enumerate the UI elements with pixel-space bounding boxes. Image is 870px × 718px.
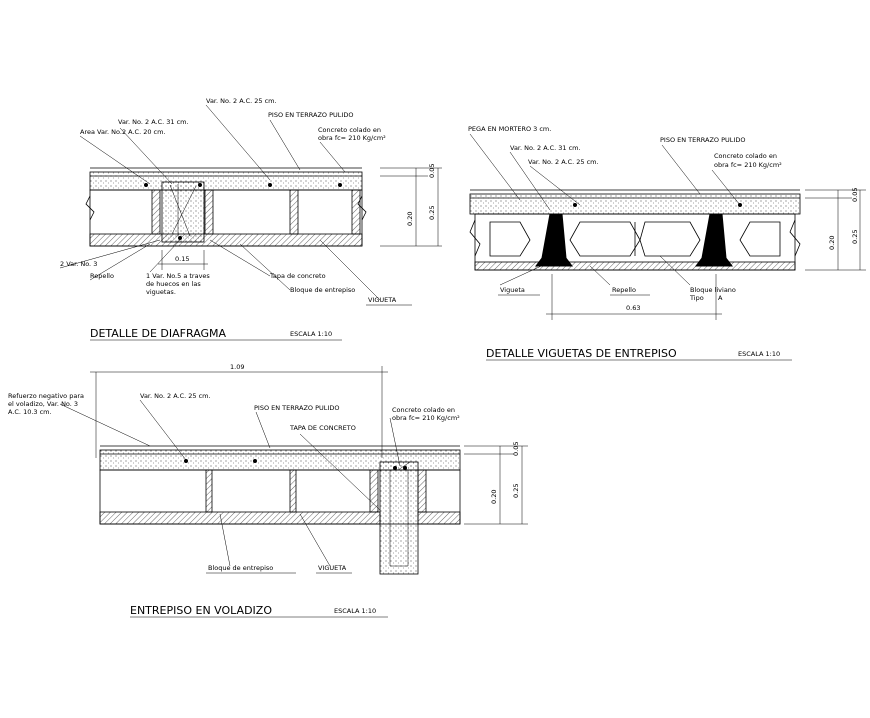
title-voladizo: ENTREPISO EN VOLADIZO: [130, 604, 272, 617]
label-piso: PISO EN TERRAZO PULIDO: [254, 404, 339, 412]
label-var25: Var. No. 2 A.C. 25 cm.: [528, 158, 599, 166]
label-area: Area Var. No.2 A.C. 20 cm.: [80, 128, 166, 136]
edge-beam: [379, 461, 419, 575]
label-bloque-1: Bloque liviano: [690, 286, 736, 294]
dim-0.05: 0.05: [851, 188, 859, 202]
viguetas-detail: 0.05 0.20 0.25 0.63 PEGA EN MORTERO 3 cm…: [468, 125, 866, 361]
label-vigueta: VIGUETA: [368, 296, 397, 304]
label-pega: PEGA EN MORTERO 3 cm.: [468, 125, 551, 133]
label-tapa: Tapa de concreto: [269, 272, 326, 280]
label-bloque: Bloque de entrepiso: [208, 564, 273, 572]
label-ref-3: A.C. 10.3 cm.: [8, 408, 52, 416]
label-vigueta: Vigueta: [500, 286, 525, 294]
label-repello: Repello: [90, 272, 114, 280]
label-concreto-2: obra fc= 210 Kg/cm²: [318, 134, 386, 142]
repello-layer: [89, 233, 363, 247]
label-var5-b: de huecos en las: [146, 280, 201, 288]
label-tapa: TAPA DE CONCRETO: [289, 424, 356, 432]
dim-0.05: 0.05: [512, 442, 520, 456]
label-var25: Var. No. 2 A.C. 25 cm.: [206, 97, 277, 105]
label-bloque-2: Tipo: [689, 294, 704, 302]
dim-0.25: 0.25: [851, 230, 859, 244]
label-repello: Repello: [612, 286, 636, 294]
concrete-topping: [469, 193, 801, 215]
dim-0.15: 0.15: [175, 255, 189, 263]
label-concreto-1: Concreto colado en: [392, 406, 455, 414]
label-var5-a: 1 Var. No.5 a traves: [146, 272, 210, 280]
label-bloque-3: A: [718, 294, 723, 302]
label-var31: Var. No. 2 A.C. 31 cm.: [510, 144, 581, 152]
label-concreto-2: obra fc= 210 Kg/cm²: [714, 161, 782, 169]
label-ref-2: el voladizo, Var. No. 3: [8, 400, 78, 408]
scale-viguetas: ESCALA 1:10: [738, 350, 780, 358]
dim-0.20: 0.20: [490, 490, 498, 504]
scale-diafragma: ESCALA 1:10: [290, 330, 332, 338]
diafragma-detail: 0.05 0.20 0.25 0.15 Var. No. 2 A.C. 25 c…: [59, 97, 442, 341]
label-piso: PISO EN TERRAZO PULIDO: [660, 136, 745, 144]
label-var5-c: viguetas.: [146, 288, 176, 296]
label-concreto-1: Concreto colado en: [714, 152, 777, 160]
dim-0.20: 0.20: [406, 212, 414, 226]
label-bloque: Bloque de entrepiso: [290, 286, 355, 294]
title-viguetas: DETALLE VIGUETAS DE ENTREPISO: [486, 347, 677, 360]
dim-0.05: 0.05: [428, 164, 436, 178]
label-concreto-1: Concreto colado en: [318, 126, 381, 134]
title-diafragma: DETALLE DE DIAFRAGMA: [90, 327, 227, 340]
dim-0.25: 0.25: [512, 484, 520, 498]
label-var31: Var. No. 2 A.C. 31 cm.: [118, 118, 189, 126]
dim-0.25: 0.25: [428, 206, 436, 220]
label-var3: 2 Var. No. 3: [60, 260, 97, 268]
dim-0.20: 0.20: [828, 236, 836, 250]
dim-0.63: 0.63: [626, 304, 640, 312]
label-piso: PISO EN TERRAZO PULIDO: [268, 111, 353, 119]
voladizo-detail: 1.09 0.05 0.20 0.25: [8, 363, 528, 618]
scale-voladizo: ESCALA 1:10: [334, 607, 376, 615]
label-concreto-2: obra fc= 210 Kg/cm²: [392, 414, 460, 422]
label-var25: Var. No. 2 A.C. 25 cm.: [140, 392, 211, 400]
dim-1.09: 1.09: [230, 363, 244, 371]
label-vigueta: VIGUETA: [318, 564, 347, 572]
concrete-topping: [89, 171, 363, 191]
label-ref-1: Refuerzo negativo para: [8, 392, 84, 400]
